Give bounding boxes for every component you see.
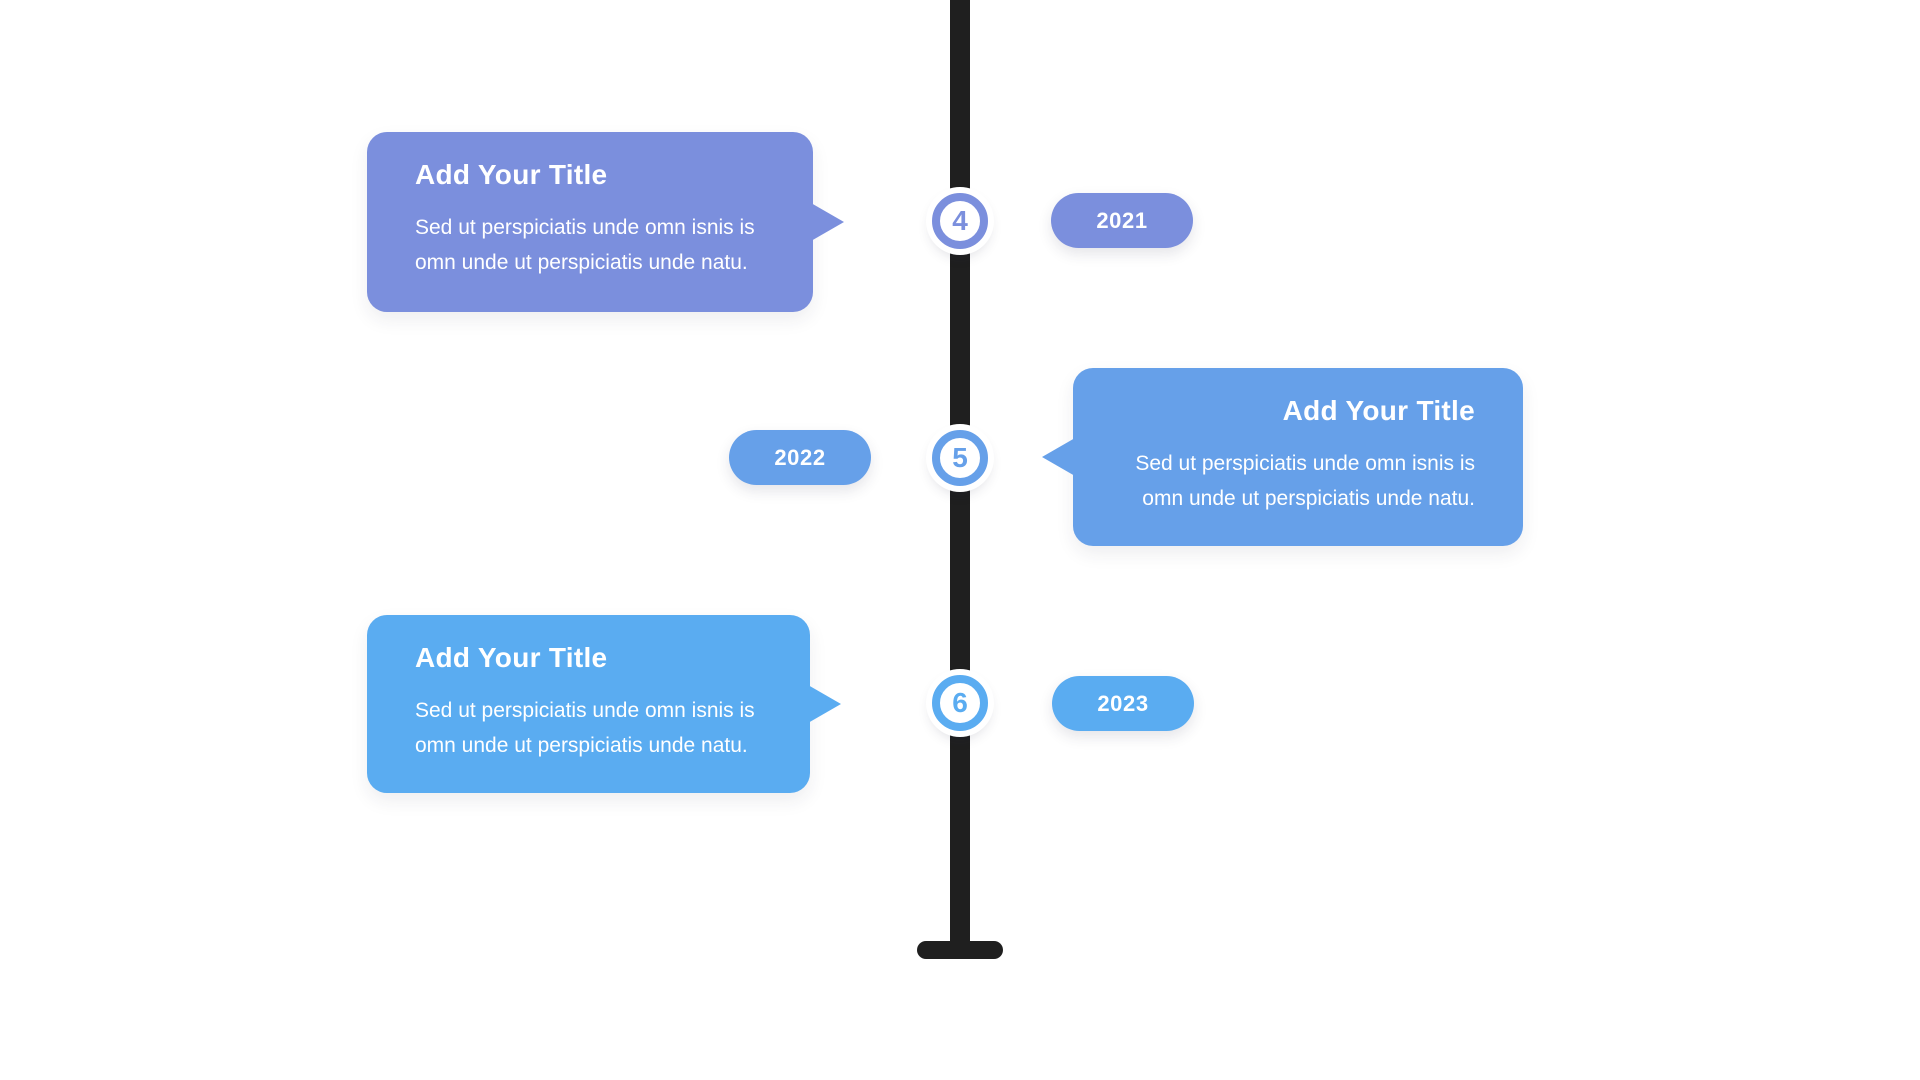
card-body-line: Sed ut perspiciatis unde omn isnis is [415,699,755,722]
card-pointer-left-icon [1042,438,1075,476]
card-body-line: omn unde ut perspiciatis unde natu. [415,251,748,274]
year-label: 2021 [1096,207,1148,233]
card-title: Add Your Title [1282,395,1475,426]
node-number: 4 [952,205,968,236]
card-body-line: Sed ut perspiciatis unde omn isnis is [415,216,755,239]
event-card: Add Your Title Sed ut perspiciatis unde … [1042,368,1523,546]
year-label: 2023 [1097,690,1149,716]
year-pill: 2021 [1051,193,1193,248]
timeline-node: 6 [932,675,988,731]
card-title: Add Your Title [415,159,608,190]
event-card: Add Your Title Sed ut perspiciatis unde … [367,615,841,793]
event-card: Add Your Title Sed ut perspiciatis unde … [367,132,844,312]
card-body-line: omn unde ut perspiciatis unde natu. [415,734,748,757]
node-number: 6 [952,687,968,718]
card-pointer-right-icon [811,203,844,241]
timeline-node: 5 [932,430,988,486]
timeline-node: 4 [932,193,988,249]
card-pointer-right-icon [808,685,841,723]
card-body-line: Sed ut perspiciatis unde omn isnis is [1135,452,1475,475]
node-number: 5 [952,442,968,473]
year-pill: 2022 [729,430,871,485]
year-pill: 2023 [1052,676,1194,731]
card-body-line: omn unde ut perspiciatis unde natu. [1142,487,1475,510]
timeline-end-cap [917,941,1003,959]
card-title: Add Your Title [415,642,608,673]
year-label: 2022 [774,444,826,470]
